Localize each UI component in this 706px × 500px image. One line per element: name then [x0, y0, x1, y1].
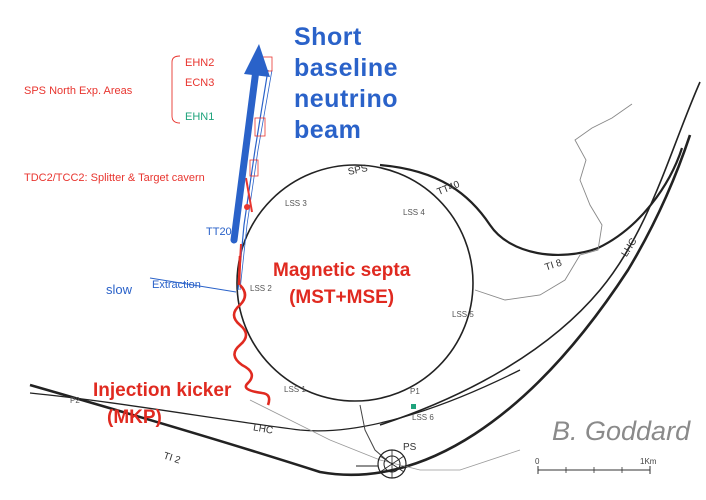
label-ehn2: EHN2	[185, 57, 215, 69]
label-tt20: TT20	[206, 226, 232, 238]
label-p1: P1	[410, 387, 420, 396]
ps-transfer-line	[359, 404, 391, 464]
kicker-line1: Injection kicker	[93, 380, 232, 401]
kicker-line2: (MKP)	[107, 407, 162, 428]
sps-ring	[236, 164, 474, 402]
beam-title-line4: beam	[294, 116, 362, 144]
septa-red-line	[237, 255, 242, 286]
tt20-line-2	[239, 69, 273, 291]
lhc-arc-bottom	[29, 369, 521, 432]
ps-ring-drawing	[356, 449, 407, 479]
beam-title-line1: Short	[294, 23, 362, 51]
label-tdc2: TDC2/TCC2: Splitter & Target cavern	[24, 172, 205, 184]
label-lss1: LSS 1	[284, 385, 306, 394]
author-credit: B. Goddard	[552, 416, 691, 446]
scale-start-label: 0	[535, 457, 540, 466]
beam-title-line3: neutrino	[294, 85, 398, 113]
beam-title: Short baseline neutrino beam	[294, 22, 398, 146]
septa-line2: (MST+MSE)	[289, 287, 395, 308]
label-ps: PS	[403, 442, 417, 453]
north-areas-bracket	[171, 55, 181, 124]
septa-line1: Magnetic septa	[273, 260, 411, 281]
label-lss3: LSS 3	[285, 199, 307, 208]
label-lss5: LSS 5	[452, 310, 474, 319]
lss6-marker	[411, 404, 416, 409]
scale-bar	[537, 466, 651, 474]
septa-label: Magnetic septa (MST+MSE)	[273, 257, 410, 311]
label-ecn3: ECN3	[185, 77, 215, 89]
label-extraction: Extraction	[152, 279, 201, 291]
neutrino-beam-arrow	[230, 44, 270, 244]
scale-end-label: 1Km	[640, 457, 657, 466]
ti2-line	[29, 134, 692, 477]
label-lss4: LSS 4	[403, 208, 425, 217]
lhc-arc-right	[379, 81, 701, 426]
kicker-wavy-line	[232, 284, 271, 406]
label-lss2: LSS 2	[250, 284, 272, 293]
label-north-areas: SPS North Exp. Areas	[24, 85, 133, 97]
label-p2: P2	[70, 396, 80, 405]
label-lss6: LSS 6	[412, 413, 434, 422]
label-ehn1: EHN1	[185, 111, 215, 123]
slow-extraction-line	[149, 277, 237, 293]
kicker-label: Injection kicker (MKP)	[93, 377, 231, 431]
terrain-outline	[474, 103, 633, 301]
beam-title-line2: baseline	[294, 54, 399, 82]
label-slow: slow	[106, 282, 133, 297]
tt40-ti8-line	[379, 147, 684, 257]
